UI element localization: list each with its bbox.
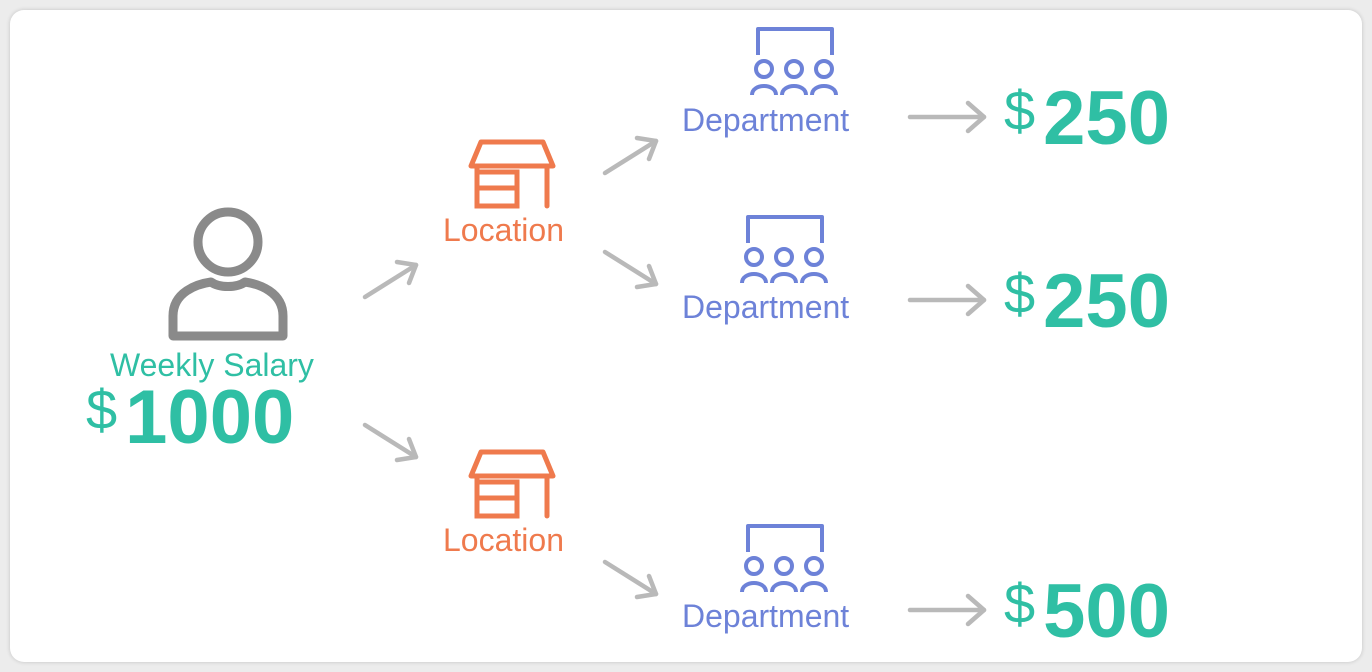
store-icon [468,449,556,519]
dollar-sign: $ [1004,572,1036,635]
team-icon [740,215,828,284]
team-icon [740,524,828,593]
source-amount: $1000 [86,380,294,456]
arrow-icon [602,559,659,600]
arrow-icon [907,593,987,627]
person-icon [168,207,288,341]
amount-value: 250 [1043,76,1170,161]
dollar-sign: $ [1004,262,1036,325]
arrow-icon [907,100,987,134]
arrow-icon [602,249,659,290]
department-amount: $250 [1004,81,1170,157]
amount-value: 1000 [125,375,295,460]
dollar-sign: $ [1004,79,1036,142]
arrow-icon [362,422,419,463]
department-label: Department [682,102,850,138]
department-label: Department [682,598,850,634]
dollar-sign: $ [86,378,118,441]
department-label: Department [682,289,850,325]
weekly-salary-label: Weekly Salary [110,347,314,383]
department-amount: $250 [1004,264,1170,340]
store-icon [468,139,556,209]
location-label: Location [443,522,564,558]
amount-value: 250 [1043,259,1170,344]
team-icon [750,27,838,96]
location-label: Location [443,212,564,248]
arrow-icon [602,135,659,176]
arrow-icon [907,283,987,317]
arrow-icon [362,259,419,300]
amount-value: 500 [1043,569,1170,654]
department-amount: $500 [1004,574,1170,650]
